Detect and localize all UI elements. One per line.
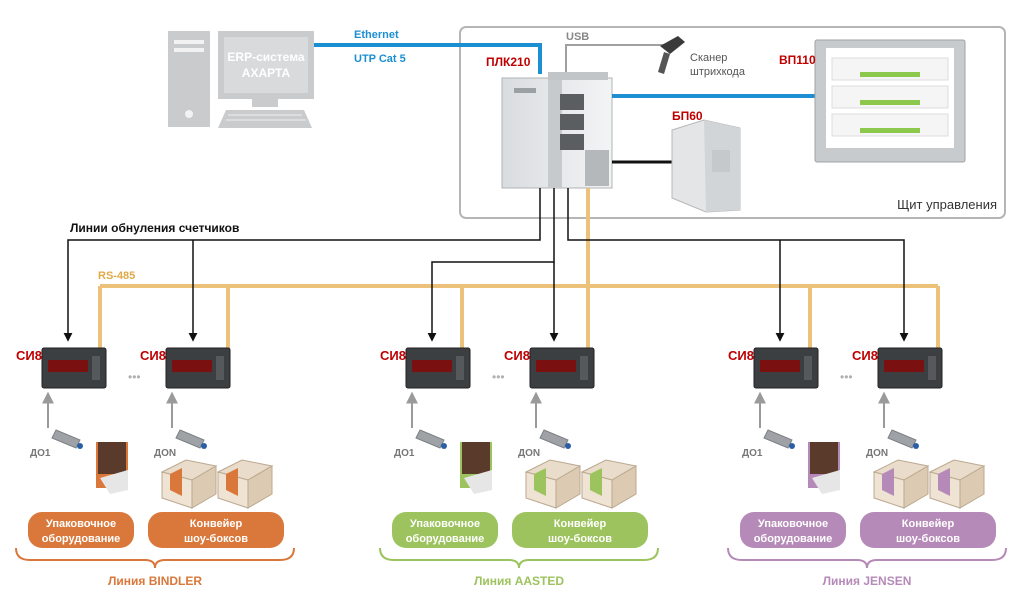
line-name: Линия BINDLER	[108, 574, 202, 588]
counter-label: СИ8	[728, 348, 754, 363]
counter-label: СИ8	[380, 348, 406, 363]
erp-label-line1: ERP-система	[227, 50, 305, 64]
show-box-icon	[216, 459, 274, 509]
conveyor-label-line2: шоу-боксов	[184, 533, 248, 545]
control-panel-frame	[459, 26, 1006, 219]
line-name: Линия JENSEN	[823, 574, 912, 588]
packaging-label-line2: оборудование	[42, 533, 121, 545]
scanner-label-line2: штрихкода	[690, 66, 746, 78]
reset-lines	[63, 188, 909, 342]
optical-sensor-icon	[51, 429, 83, 449]
usb-cable	[565, 44, 664, 74]
hmi-panel-icon	[814, 39, 966, 163]
conveyor-label-line1: Конвейер	[554, 518, 607, 530]
chocolate-bar-icon	[460, 442, 492, 494]
conveyor-pill	[148, 512, 284, 548]
line-brace	[379, 547, 659, 569]
counter-pair-3: СИ8 СИ8 •••	[728, 347, 943, 389]
conveyor-label-line2: шоу-боксов	[896, 533, 960, 545]
counter-device-icon	[405, 347, 471, 389]
optical-sensor-icon	[415, 429, 447, 449]
packaging-pill	[392, 512, 498, 548]
counter-device-icon	[753, 347, 819, 389]
scanner-label-line1: Сканер	[690, 52, 727, 64]
plc-device-icon	[501, 72, 613, 189]
optical-sensor-icon	[763, 429, 795, 449]
packaging-pill	[28, 512, 134, 548]
counter-pair-1: СИ8 СИ8 •••	[16, 347, 231, 389]
optical-sensor-icon	[539, 429, 571, 449]
sensor-label: ДО1	[30, 448, 51, 459]
packaging-label-line1: Упаковочное	[410, 518, 480, 530]
rs485-bus	[98, 188, 940, 350]
packaging-label-line1: Упаковочное	[46, 518, 116, 530]
chocolate-bar-icon	[808, 442, 840, 494]
ethernet-cable	[314, 43, 542, 74]
counter-label: СИ8	[504, 348, 530, 363]
line-group-1: ДО1 ДОN Упаковочное оборудование Конвейер шоу…	[15, 391, 295, 588]
line-brace	[15, 547, 295, 569]
packaging-label-line1: Упаковочное	[758, 518, 828, 530]
counter-label: СИ8	[140, 348, 166, 363]
show-box-icon	[872, 459, 930, 509]
show-box-icon	[160, 459, 218, 509]
counter-pair-2: СИ8 СИ8 •••	[380, 347, 595, 389]
barcode-scanner-icon	[658, 36, 685, 74]
show-box-icon	[580, 459, 638, 509]
ellipsis-dots: •••	[840, 370, 853, 384]
counter-label: СИ8	[16, 348, 42, 363]
ellipsis-dots: •••	[128, 370, 141, 384]
counter-device-icon	[529, 347, 595, 389]
counter-label: СИ8	[852, 348, 878, 363]
show-box-icon	[524, 459, 582, 509]
sensor-label: ДО1	[394, 448, 415, 459]
counter-device-icon	[41, 347, 107, 389]
psu-label: БП60	[672, 109, 703, 123]
show-box-icon	[928, 459, 986, 509]
line-name: Линия AASTED	[474, 574, 564, 588]
optical-sensor-icon	[887, 429, 919, 449]
power-supply-icon	[671, 119, 741, 213]
line-group-3: ДО1 ДОN Упаковочное оборудование Конвейер шоу…	[727, 391, 1007, 588]
conveyor-pill	[860, 512, 996, 548]
line-brace	[727, 547, 1007, 569]
erp-computer-icon	[168, 31, 314, 128]
line-group-2: ДО1 ДОN Упаковочное оборудование Конвейер шоу…	[379, 391, 659, 588]
sensor-label: ДО1	[742, 448, 763, 459]
counter-device-icon	[165, 347, 231, 389]
usb-label: USB	[566, 31, 589, 43]
ethernet-label: Ethernet	[354, 29, 399, 41]
packaging-label-line2: оборудование	[754, 533, 833, 545]
conveyor-label-line1: Конвейер	[190, 518, 243, 530]
control-panel-title: Щит управления	[897, 197, 997, 212]
ellipsis-dots: •••	[492, 370, 505, 384]
conveyor-label-line1: Конвейер	[902, 518, 955, 530]
plc-label: ПЛК210	[486, 55, 531, 69]
sensor-label: ДОN	[518, 448, 540, 459]
hmi-label: ВП110	[779, 53, 816, 67]
rs485-label: RS-485	[98, 270, 135, 282]
sensor-label: ДОN	[866, 448, 888, 459]
conveyor-label-line2: шоу-боксов	[548, 533, 612, 545]
optical-sensor-icon	[175, 429, 207, 449]
erp-label-line2: АХАРТА	[242, 66, 291, 80]
chocolate-bar-icon	[96, 442, 128, 494]
packaging-pill	[740, 512, 846, 548]
packaging-label-line2: оборудование	[406, 533, 485, 545]
conveyor-pill	[512, 512, 648, 548]
sensor-label: ДОN	[154, 448, 176, 459]
counter-device-icon	[877, 347, 943, 389]
reset-lines-label: Линии обнуления счетчиков	[70, 221, 239, 235]
utp-label: UTP Cat 5	[354, 53, 406, 65]
